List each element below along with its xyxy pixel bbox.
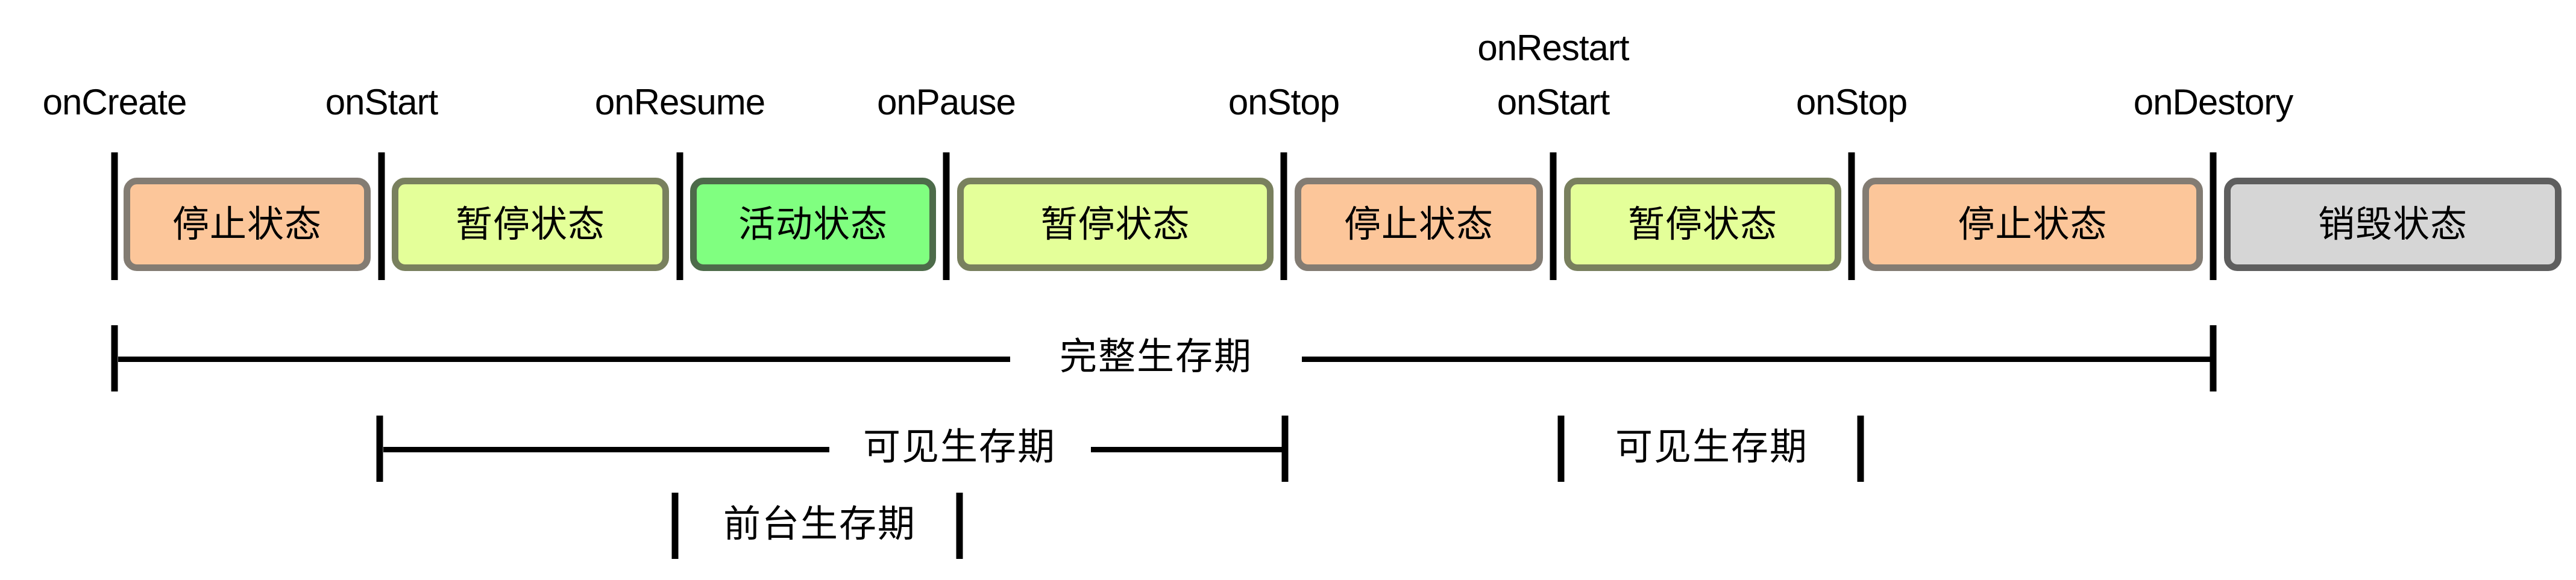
lifetime-bracket-line [383, 447, 829, 452]
callback-label-onstop-7: onStop [1795, 82, 1908, 122]
timeline-tick [943, 152, 950, 280]
state-box: 暂停状态 [1564, 178, 1841, 271]
timeline-tick [676, 152, 683, 280]
callback-label-onpause-3: onPause [877, 82, 1016, 122]
lifetime-bracket-cap [376, 416, 383, 482]
callback-label-ondestory-8: onDestory [2133, 82, 2293, 122]
timeline-tick [1550, 152, 1557, 280]
state-box: 停止状态 [1295, 178, 1543, 271]
lifetime-label: 完整生存期 [1059, 336, 1253, 378]
lifetime-bracket-cap [1557, 416, 1565, 482]
state-box: 暂停状态 [392, 178, 669, 271]
state-box-label: 暂停状态 [455, 204, 605, 245]
timeline-tick [378, 152, 385, 280]
state-box: 停止状态 [1862, 178, 2203, 271]
lifetime-label: 可见生存期 [1615, 426, 1809, 468]
lifetime-bracket-cap [2210, 325, 2217, 391]
callback-label-onstop-4: onStop [1228, 82, 1340, 122]
lifetime-bracket-cap [1281, 416, 1289, 482]
lifetime-bracket-cap [671, 493, 679, 559]
state-box-label: 暂停状态 [1627, 204, 1777, 245]
callback-label-onstart-6: onStart [1497, 82, 1610, 122]
state-box: 停止状态 [124, 178, 371, 271]
timeline-tick [2210, 152, 2217, 280]
state-box-label: 销毁状态 [2317, 204, 2468, 245]
state-box-label: 暂停状态 [1040, 204, 1190, 245]
callback-label-onrestart-5: onRestart [1477, 28, 1629, 68]
lifetime-bracket-line [1302, 357, 2212, 362]
timeline-tick [111, 152, 118, 280]
state-box-label: 停止状态 [1958, 204, 2108, 245]
timeline-tick [1848, 152, 1855, 280]
state-box: 活动状态 [690, 178, 936, 271]
lifetime-label: 前台生存期 [723, 504, 917, 545]
lifetime-bracket-cap [111, 325, 118, 391]
timeline-tick [1280, 152, 1287, 280]
lifetime-bracket-line [1091, 447, 1284, 452]
state-box-label: 停止状态 [172, 204, 322, 245]
state-box-label: 活动状态 [738, 204, 888, 245]
lifetime-bracket-cap [956, 493, 963, 559]
state-box-label: 停止状态 [1343, 204, 1494, 245]
callback-label-oncreate-0: onCreate [42, 82, 187, 122]
lifetime-bracket-line [118, 357, 1010, 362]
lifetime-label: 可见生存期 [862, 426, 1057, 468]
state-box: 暂停状态 [957, 178, 1274, 271]
state-box: 销毁状态 [2224, 178, 2562, 271]
lifetime-bracket-cap [1857, 416, 1864, 482]
callback-label-onstart-1: onStart [325, 82, 438, 122]
callback-label-onresume-2: onResume [594, 82, 765, 122]
